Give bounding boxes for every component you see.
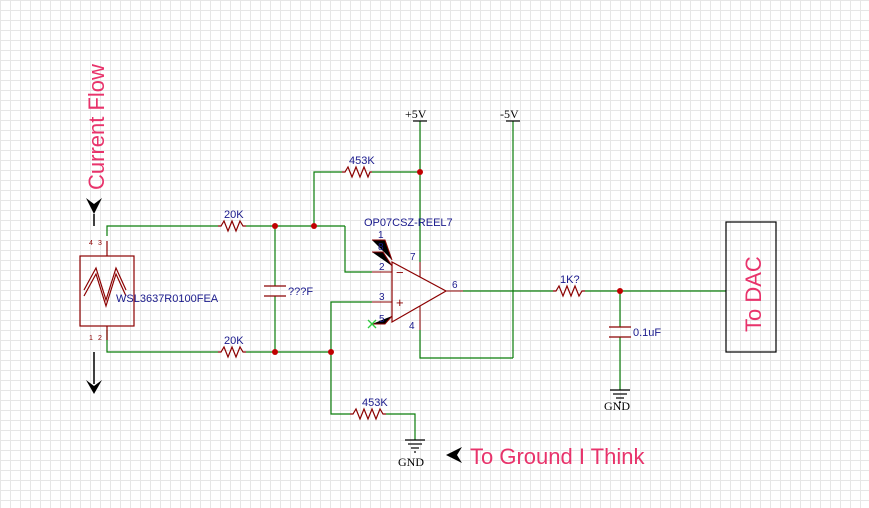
resistor-label: 20K	[224, 209, 244, 221]
shunt-resistor[interactable]: 4 3 1 2 WSL3637R0100FEA	[79, 240, 219, 342]
resistor-bottom-20k[interactable]: 20K	[218, 335, 246, 359]
power-neg-label: -5V	[500, 107, 519, 121]
opamp-pin-5: 5	[379, 314, 385, 325]
resistor-label: 453K	[362, 397, 388, 409]
arrow-down-icon	[86, 380, 102, 394]
resistor-label: 453K	[349, 155, 375, 167]
resistor-label: 20K	[224, 335, 244, 347]
dac-block[interactable]: To DAC	[725, 221, 777, 353]
ground-note: To Ground I Think	[446, 444, 645, 469]
ground-note-text: To Ground I Think	[470, 444, 645, 469]
shunt-label: WSL3637R0100FEA	[116, 293, 219, 305]
opamp[interactable]: OP07CSZ-REEL7 1 8 2 3 − + 5 7 4 6	[364, 217, 463, 332]
power-neg: -5V	[500, 107, 520, 122]
capacitor-filter[interactable]: ???F	[264, 285, 313, 298]
opamp-label: OP07CSZ-REEL7	[364, 217, 453, 229]
ground-label: GND	[604, 399, 630, 413]
capacitor-label: ???F	[288, 286, 313, 298]
junctions	[272, 169, 623, 355]
junction-dot	[272, 223, 278, 229]
ground-right: GND	[604, 389, 630, 413]
power-pos-label: +5V	[405, 107, 427, 121]
power-pos: +5V	[405, 107, 427, 122]
opamp-pin-4: 4	[409, 321, 415, 332]
opamp-minus-sign: −	[396, 265, 404, 280]
ground-left: GND	[398, 439, 425, 469]
arrow-left-icon	[446, 447, 462, 463]
opamp-plus-sign: +	[396, 295, 404, 310]
arrow-down-icon	[86, 198, 102, 214]
no-connect-icon	[367, 319, 377, 329]
resistor-label: 1K?	[560, 274, 580, 286]
current-flow-arrows	[86, 198, 102, 394]
resistor-top-20k[interactable]: 20K	[218, 209, 246, 233]
opamp-pin-2: 2	[379, 262, 385, 273]
capacitor-label: 0.1uF	[633, 327, 661, 339]
opamp-pin-3: 3	[379, 292, 385, 303]
shunt-pin-2: 2	[98, 335, 102, 342]
junction-dot	[272, 349, 278, 355]
capacitor-output[interactable]: 0.1uF	[609, 326, 661, 339]
ground-label: GND	[398, 455, 424, 469]
shunt-pin-3: 3	[98, 240, 102, 247]
opamp-pin-8: 8	[378, 242, 384, 253]
shunt-pin-4: 4	[89, 240, 93, 247]
opamp-pin-7: 7	[410, 252, 416, 263]
junction-dot	[311, 223, 317, 229]
resistor-feedback-453k[interactable]: 453K	[342, 155, 375, 179]
current-flow-note: Current Flow	[84, 64, 109, 190]
opamp-pin-6: 6	[452, 280, 458, 291]
wires	[106, 121, 726, 440]
junction-dot	[328, 349, 334, 355]
resistor-ground-453k[interactable]: 453K	[350, 397, 388, 421]
junction-dot	[617, 288, 623, 294]
dac-label: To DAC	[741, 256, 766, 332]
resistor-output-1k[interactable]: 1K?	[553, 274, 585, 298]
opamp-pin-1: 1	[378, 230, 384, 241]
shunt-pin-1: 1	[89, 335, 93, 342]
junction-dot	[417, 169, 423, 175]
